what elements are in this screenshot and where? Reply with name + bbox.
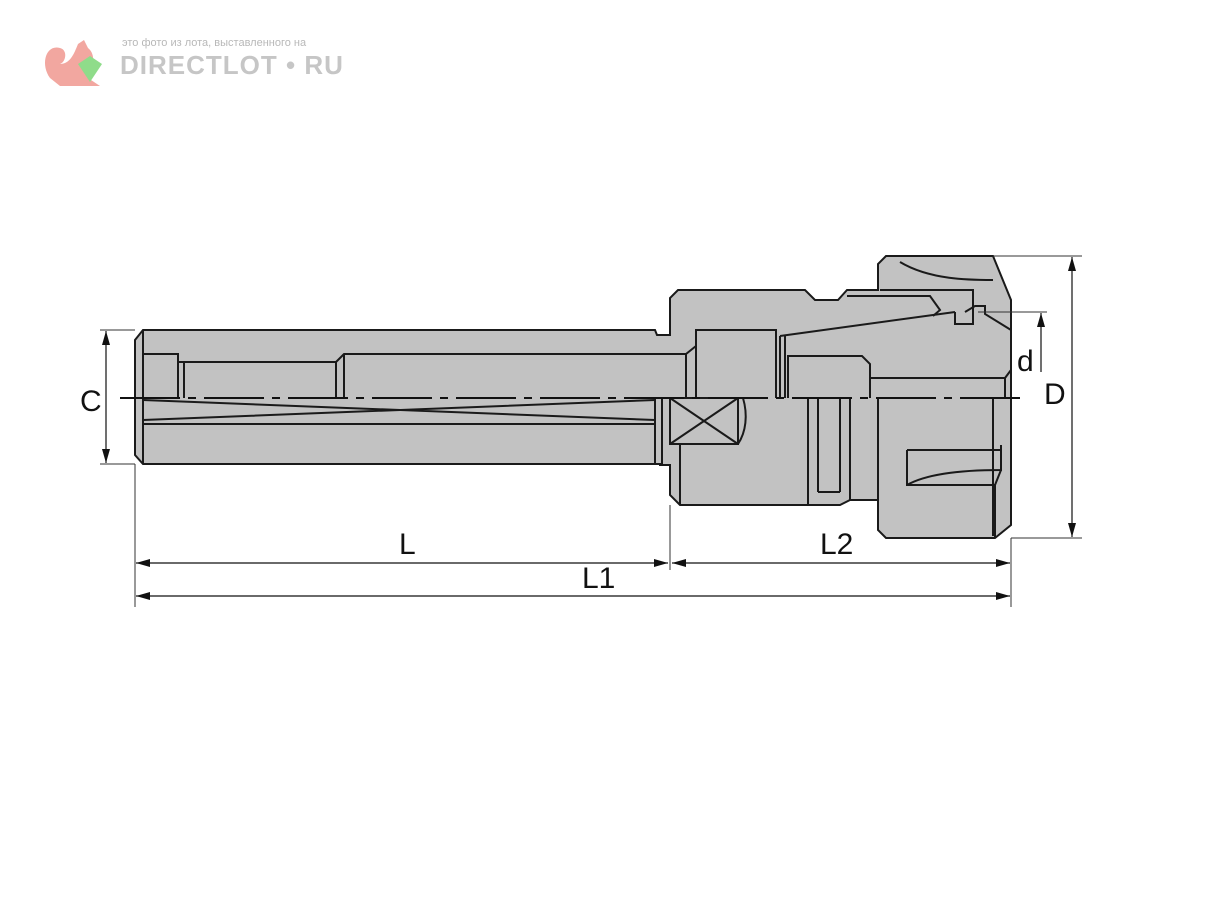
dimension-lines [102,257,1076,600]
watermark-caption: это фото из лота, выставленного на [122,37,307,49]
dim-label-C: C [80,385,102,418]
extension-lines [100,255,1082,607]
squirrel-logo-icon [45,40,102,86]
dim-label-d: d [1017,345,1034,378]
dim-label-D: D [1044,378,1066,411]
dim-label-L2: L2 [820,528,853,561]
dim-label-L: L [399,528,416,561]
dim-label-L1: L1 [582,562,615,595]
watermark-brand: DIRECTLOT • RU [120,50,344,80]
watermark: это фото из лота, выставленного на DIREC… [40,34,350,94]
